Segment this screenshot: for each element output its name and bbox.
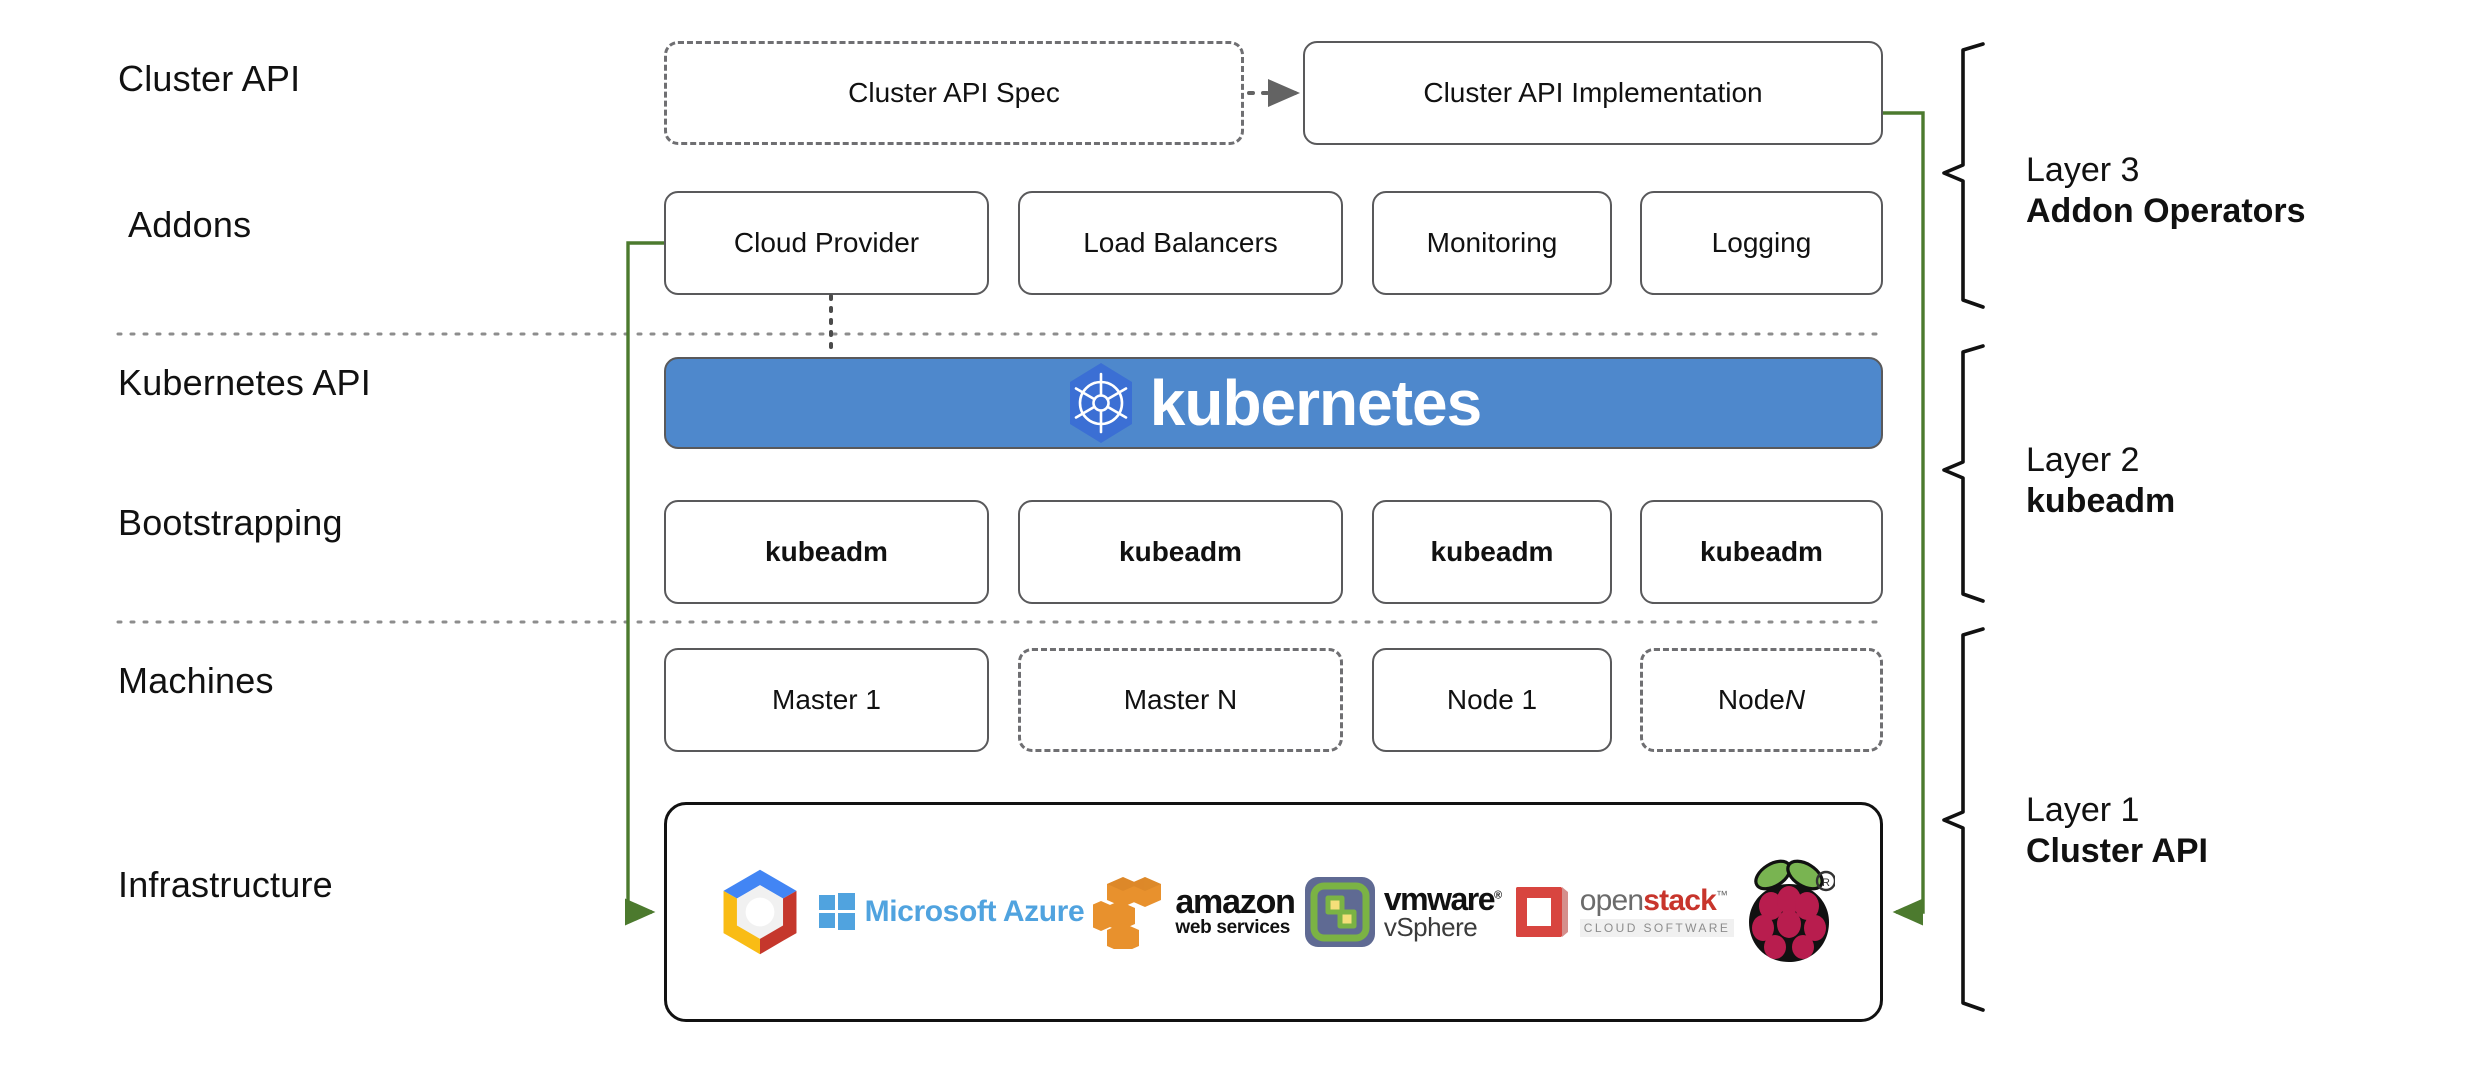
- svg-text:R: R: [1822, 877, 1830, 889]
- box-kubeadm-2-label: kubeadm: [1119, 536, 1242, 567]
- google-cloud-platform-logo: [712, 864, 808, 960]
- vmware-label: vmware®: [1383, 880, 1502, 917]
- row-label-cluster-api: Cluster API: [118, 58, 301, 99]
- layer-3-name: Addon Operators: [2026, 192, 2306, 231]
- box-load-balancers[interactable]: Load Balancers: [1018, 191, 1343, 295]
- windows-flag-icon: [818, 893, 855, 930]
- box-cloud-provider-label: Cloud Provider: [733, 227, 920, 258]
- connector-implementation-to-infrastructure: [1883, 111, 1925, 926]
- box-cloud-provider[interactable]: Cloud Provider: [664, 191, 989, 295]
- box-master-1-label: Master 1: [772, 684, 881, 715]
- raspberry-pi-mark-icon: R: [1749, 859, 1836, 962]
- aws-boxes-icon: [1093, 877, 1162, 949]
- aws-amazon-label: amazon: [1175, 883, 1296, 922]
- openstack-cloud-software-label: CLOUD SOFTWARE: [1579, 918, 1735, 937]
- box-cluster-api-implementation-label: Cluster API Implementation: [1423, 77, 1763, 108]
- kubernetes-helm-wheel-icon: [1066, 362, 1136, 444]
- aws-web-services-label: web services: [1175, 916, 1291, 938]
- box-node-1[interactable]: Node 1: [1372, 648, 1612, 752]
- box-master-n[interactable]: Master N: [1018, 648, 1343, 752]
- openstack-label: openstack™: [1579, 884, 1728, 918]
- box-load-balancers-label: Load Balancers: [1083, 227, 1278, 258]
- brace-layer-1: [1942, 627, 1985, 1012]
- openstack-logo: openstack™ CLOUD SOFTWARE: [1510, 881, 1735, 943]
- box-monitoring-label: Monitoring: [1426, 227, 1558, 258]
- box-cluster-api-spec-label: Cluster API Spec: [848, 77, 1060, 108]
- brace-layer-2: [1942, 344, 1985, 603]
- box-kubeadm-4-label: kubeadm: [1700, 536, 1823, 567]
- microsoft-azure-logo: Microsoft Azure: [817, 892, 1085, 932]
- box-cluster-api-spec[interactable]: Cluster API Spec: [664, 41, 1244, 145]
- vsphere-tile-icon: [1304, 877, 1375, 947]
- raspberry-pi-logo: R: [1743, 858, 1836, 966]
- amazon-web-services-logo: amazon web services: [1093, 875, 1296, 949]
- layer-1-name: Cluster API: [2026, 832, 2209, 871]
- box-infrastructure[interactable]: Microsoft Azure amazon web service: [664, 802, 1883, 1022]
- box-kubeadm-1-label: kubeadm: [765, 536, 888, 567]
- box-master-1[interactable]: Master 1: [664, 648, 989, 752]
- row-label-addons: Addons: [128, 204, 252, 245]
- box-kubeadm-1[interactable]: kubeadm: [664, 500, 989, 604]
- box-kubeadm-4[interactable]: kubeadm: [1640, 500, 1883, 604]
- layer-2-number: Layer 2: [2026, 441, 2140, 479]
- row-label-machines: Machines: [118, 660, 274, 701]
- box-cluster-api-implementation[interactable]: Cluster API Implementation: [1303, 41, 1883, 145]
- box-node-n[interactable]: Node N: [1640, 648, 1883, 752]
- kubernetes-wordmark: kubernetes: [1149, 367, 1482, 439]
- box-kubeadm-2[interactable]: kubeadm: [1018, 500, 1343, 604]
- box-kubeadm-3-label: kubeadm: [1430, 536, 1554, 567]
- row-label-infrastructure: Infrastructure: [118, 864, 333, 905]
- row-label-kubernetes-api: Kubernetes API: [118, 362, 371, 403]
- box-node-1-label: Node 1: [1446, 684, 1538, 715]
- layer-3-caption: Layer 3 Addon Operators: [2026, 150, 2306, 233]
- layer-3-number: Layer 3: [2026, 151, 2140, 189]
- layer-2-caption: Layer 2 kubeadm: [2026, 440, 2175, 523]
- box-kubeadm-3[interactable]: kubeadm: [1372, 500, 1612, 604]
- box-monitoring[interactable]: Monitoring: [1372, 191, 1612, 295]
- microsoft-azure-label: Microsoft Azure: [864, 895, 1085, 928]
- box-node-n-label: Node: [1717, 684, 1785, 715]
- layer-1-number: Layer 1: [2026, 791, 2140, 829]
- row-label-bootstrapping: Bootstrapping: [118, 502, 343, 543]
- openstack-mark-icon: [1515, 887, 1568, 937]
- box-master-n-label: Master N: [1123, 684, 1238, 715]
- brace-layer-3: [1942, 42, 1985, 309]
- vsphere-label: vSphere: [1383, 912, 1478, 943]
- box-logging[interactable]: Logging: [1640, 191, 1883, 295]
- kubernetes-banner[interactable]: kubernetes: [664, 357, 1883, 449]
- connector-cloud-provider-to-infrastructure: [624, 241, 664, 926]
- layer-2-name: kubeadm: [2026, 482, 2176, 521]
- box-logging-label: Logging: [1711, 227, 1812, 258]
- box-node-n-label-italic: N: [1784, 684, 1806, 715]
- vmware-vsphere-logo: vmware® vSphere: [1304, 876, 1502, 948]
- layer-1-caption: Layer 1 Cluster API: [2026, 790, 2208, 873]
